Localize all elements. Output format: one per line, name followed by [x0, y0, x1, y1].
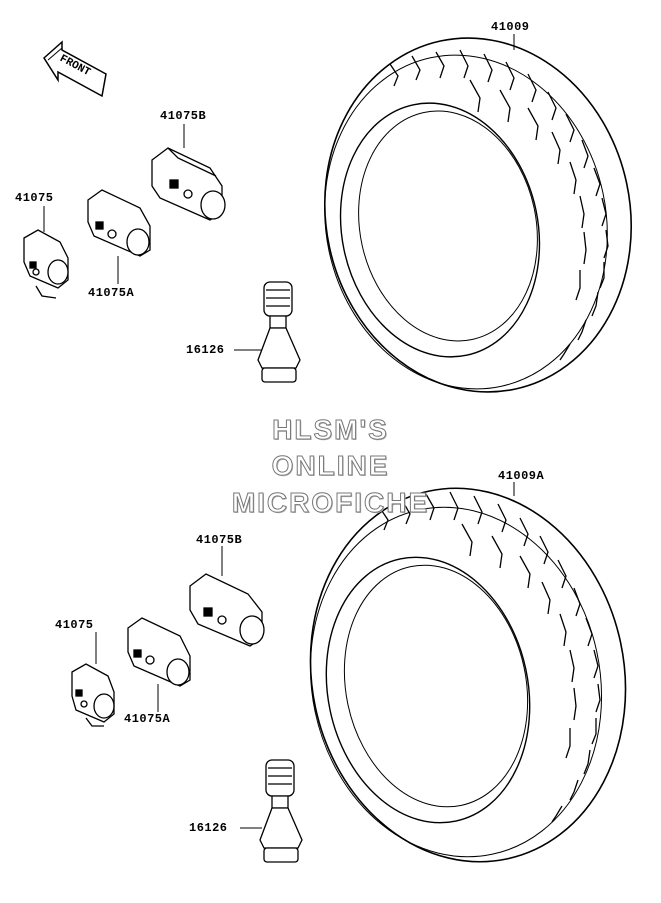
part-label-41075b-top: 41075B [160, 109, 207, 123]
watermark-line-1: HLSM'S [272, 414, 389, 446]
part-label-16126-bottom: 16126 [189, 821, 228, 835]
balance-weight-41075-bottom-icon [71, 663, 115, 727]
part-label-41075a-bottom: 41075A [124, 712, 171, 726]
valve-16126-top-icon [257, 281, 301, 383]
part-label-41009a: 41009A [498, 469, 545, 483]
part-label-41075a-top: 41075A [88, 286, 135, 300]
balance-weight-41075a-top-icon [87, 189, 151, 257]
balance-weight-41075b-bottom-icon [189, 573, 265, 647]
balance-weight-41075-top-icon [23, 229, 69, 299]
watermark-line-2: ONLINE [271, 450, 390, 482]
tire-41009a-drawing [309, 487, 627, 863]
part-label-16126-top: 16126 [186, 343, 225, 357]
part-label-41075-bottom: 41075 [55, 618, 94, 632]
part-label-41075b-bottom: 41075B [196, 533, 243, 547]
watermark-line-3: MICROFICHE [231, 487, 430, 519]
balance-weight-41075a-bottom-icon [127, 617, 191, 687]
front-arrow-icon [43, 40, 107, 98]
balance-weight-41075b-top-icon [151, 147, 226, 221]
leader-lines [43, 34, 515, 829]
valve-16126-bottom-icon [259, 759, 303, 863]
part-label-41075-top: 41075 [15, 191, 54, 205]
tire-41009-drawing [323, 37, 633, 393]
part-label-41009: 41009 [491, 20, 530, 34]
